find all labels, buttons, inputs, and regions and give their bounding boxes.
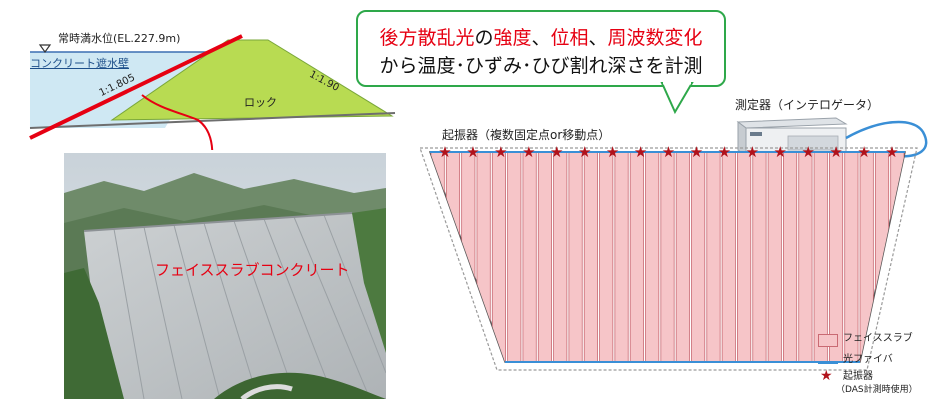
face-slab-panel	[890, 152, 905, 362]
rockfill-body	[110, 39, 394, 121]
face-slab-panel	[583, 152, 598, 362]
exciter-star-icon: ★	[634, 143, 647, 161]
face-slab-panel	[783, 152, 798, 362]
exciter-star-icon: ★	[801, 143, 814, 161]
face-slab-panel	[568, 152, 583, 362]
exciter-star-icon: ★	[438, 143, 451, 161]
exciter-star-icon: ★	[606, 143, 619, 161]
legend-fiber-swatch	[818, 361, 838, 364]
exciter-star-icon: ★	[466, 143, 479, 161]
face-slab-panel	[691, 152, 706, 362]
exciter-star-icon: ★	[522, 143, 535, 161]
legend-exciter-note: （DAS計測時使用）	[836, 385, 918, 395]
face-slab-panel	[859, 152, 874, 362]
callout-sep1: 、	[531, 27, 551, 49]
legend-exciter-label: 起振器	[843, 371, 873, 382]
callout-particle-no: の	[474, 27, 494, 49]
face-slab-photo-label: フェイススラブコンクリート	[155, 261, 350, 279]
face-slab-panel	[629, 152, 644, 362]
face-slab-panel	[828, 152, 844, 362]
face-slab-panel	[430, 152, 445, 362]
face-slab-panel	[553, 152, 568, 362]
face-slab-panel	[445, 152, 461, 362]
face-slab-panel	[522, 152, 537, 362]
callout-frequency-change: 周波数変化	[607, 27, 703, 49]
exciter-star-icon: ★	[829, 143, 842, 161]
instrument-label: 測定器（インテロゲータ）	[735, 98, 880, 112]
exciter-star-icon: ★	[578, 143, 591, 161]
elevation-outline	[419, 147, 918, 371]
concrete-face-line	[29, 34, 243, 140]
face-slab-panel	[645, 152, 660, 362]
callout-backscatter: 後方散乱光	[379, 27, 475, 49]
dam-photo	[64, 153, 386, 399]
face-slab-panel	[813, 152, 828, 362]
exciter-star-icon: ★	[550, 143, 563, 161]
legend-fiber-label: 光ファイバ	[843, 354, 893, 365]
exciter-star-icon: ★	[662, 143, 675, 161]
face-slab-panel	[660, 152, 675, 362]
legend-face-slab-swatch	[818, 334, 838, 347]
callout-tail	[660, 81, 694, 115]
ground-line	[29, 112, 396, 129]
face-slab-panels	[430, 152, 905, 362]
face-slab-panel	[461, 152, 476, 362]
dam-cross-section	[29, 34, 396, 150]
exciter-label: 起振器（複数固定点or移動点）	[442, 128, 611, 142]
face-slab-panel	[599, 152, 614, 362]
face-slab-panel	[752, 152, 767, 362]
fiber-cable-line	[845, 120, 928, 158]
exciter-star-icon: ★	[857, 143, 870, 161]
exciter-star-icon: ★	[885, 143, 898, 161]
face-slab-panel	[798, 152, 813, 362]
exciter-star-icon: ★	[774, 143, 787, 161]
face-slab-panel	[491, 152, 507, 362]
exciter-star-icon: ★	[746, 143, 759, 161]
callout-intensity: 強度	[493, 27, 532, 49]
exciter-star-icon: ★	[718, 143, 731, 161]
concrete-wall-label: コンクリート遮水壁	[30, 57, 129, 70]
callout-phase: 位相	[550, 27, 589, 49]
curved-arrow-line	[141, 94, 214, 150]
callout-box: 後方散乱光の強度、位相、周波数変化 から温度･ひずみ･ひび割れ深さを計測	[356, 10, 726, 87]
face-slab-panel	[844, 152, 859, 362]
water-level-marker-icon	[38, 44, 52, 54]
dam-photo-drawing	[64, 153, 386, 399]
callout-sep2: 、	[588, 27, 608, 49]
water-level-label: 常時満水位(EL.227.9m)	[58, 32, 181, 45]
face-slab-panel	[614, 152, 629, 362]
exciter-star-icon: ★	[690, 143, 703, 161]
face-slab-panel	[721, 152, 736, 362]
face-slab-panel	[874, 152, 890, 362]
exciter-stars: ★ ★ ★ ★ ★ ★ ★ ★ ★ ★ ★ ★ ★ ★ ★ ★ ★	[438, 143, 898, 161]
face-slab-panel	[737, 152, 752, 362]
legend-face-slab-label: フェイススラブ	[843, 333, 913, 344]
face-slab-panel	[507, 152, 522, 362]
dam-front-elevation: ★ ★ ★ ★ ★ ★ ★ ★ ★ ★ ★ ★ ★ ★ ★ ★ ★	[419, 143, 918, 371]
exciter-star-icon: ★	[494, 143, 507, 161]
face-slab-panel	[675, 152, 690, 362]
callout-line2: から温度･ひずみ･ひび割れ深さを計測	[379, 55, 703, 77]
legend-star-icon: ★	[820, 368, 833, 384]
rock-label: ロック	[244, 96, 277, 109]
face-slab-panel	[767, 152, 782, 362]
face-slab-panel	[706, 152, 721, 362]
face-slab-panel	[537, 152, 552, 362]
